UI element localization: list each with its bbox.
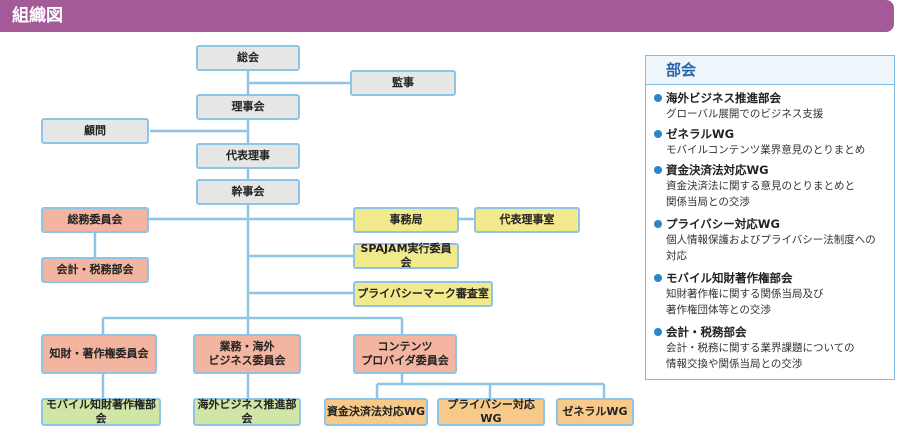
node-rijikai: 理事会 (196, 94, 300, 120)
node-daihyo-riji: 代表理事 (196, 143, 300, 169)
bukai-item-desc: グローバル展開でのビジネス支援 (666, 108, 824, 120)
bukai-item-desc: モバイルコンテンツ業界意見のとりまとめ (666, 144, 866, 156)
bukai-item-name: 海外ビジネス推進部会 (666, 91, 781, 105)
bukai-panel: 部会 海外ビジネス推進部会 グローバル展開でのビジネス支援 ゼネラルWG モバイ… (645, 55, 895, 380)
node-kaikei-zeimu-bukai: 会計・税務部会 (41, 257, 149, 283)
bullet-icon (654, 220, 662, 228)
node-contents-provider-iinkai: コンテンツ プロバイダ委員会 (353, 334, 457, 374)
node-privacy-wg: プライバシー対応WG (437, 398, 545, 426)
bukai-item-desc: 会計・税務に関する業界課題についての 情報交換や関係当局との交渉 (666, 342, 855, 370)
node-kanji: 監事 (350, 70, 456, 96)
list-item: ゼネラルWG モバイルコンテンツ業界意見のとりまとめ (654, 126, 890, 158)
node-soukai: 総会 (196, 45, 300, 71)
page-title: 組織図 (12, 6, 63, 26)
bukai-item-desc: 資金決済法に関する意見のとりまとめと 関係当局との交渉 (666, 180, 855, 208)
node-kaigai-business-bukai: 海外ビジネス推進部会 (193, 398, 301, 426)
node-spajam: SPAJAM実行委員会 (353, 242, 459, 269)
list-item: モバイル知財著作権部会 知財著作権に関する関係当局及び 著作権団体等との交渉 (654, 270, 890, 318)
node-daihyo-rijishitsu: 代表理事室 (474, 207, 580, 233)
bukai-item-name: モバイル知財著作権部会 (666, 271, 793, 285)
bukai-item-name: プライバシー対応WG (666, 217, 780, 231)
list-item: 資金決済法対応WG 資金決済法に関する意見のとりまとめと 関係当局との交渉 (654, 162, 890, 210)
bullet-icon (654, 166, 662, 174)
bukai-panel-header: 部会 (646, 56, 894, 85)
bukai-item-name: 資金決済法対応WG (666, 163, 769, 177)
bullet-icon (654, 94, 662, 102)
list-item: プライバシー対応WG 個人情報保護およびプライバシー法制度への 対応 (654, 216, 890, 264)
bukai-item-desc: 知財著作権に関する関係当局及び 著作権団体等との交渉 (666, 288, 824, 316)
node-mobile-chosakuken-bukai: モバイル知財著作権部会 (41, 398, 161, 426)
bukai-panel-title: 部会 (666, 61, 697, 79)
node-privacy-mark: プライバシーマーク審査室 (353, 281, 493, 307)
node-jimukyoku: 事務局 (353, 207, 459, 233)
list-item: 海外ビジネス推進部会 グローバル展開でのビジネス支援 (654, 90, 890, 122)
bullet-icon (654, 328, 662, 336)
node-kanjikai: 幹事会 (196, 179, 300, 205)
bukai-item-name: 会計・税務部会 (666, 325, 747, 339)
node-chizai-iinkai: 知財・著作権委員会 (41, 334, 157, 374)
bullet-icon (654, 274, 662, 282)
bullet-icon (654, 130, 662, 138)
node-gyomu-kaigai-iinkai: 業務・海外 ビジネス委員会 (193, 334, 301, 374)
bukai-item-name: ゼネラルWG (666, 127, 735, 141)
list-item: 会計・税務部会 会計・税務に関する業界課題についての 情報交換や関係当局との交渉 (654, 324, 890, 372)
node-komon: 顧問 (41, 118, 149, 144)
node-general-wg: ゼネラルWG (556, 398, 634, 426)
header-bar: 組織図 (0, 0, 894, 32)
bukai-item-desc: 個人情報保護およびプライバシー法制度への 対応 (666, 234, 876, 262)
node-soumu-iinkai: 総務委員会 (41, 207, 149, 233)
node-shikin-wg: 資金決済法対応WG (324, 398, 428, 426)
